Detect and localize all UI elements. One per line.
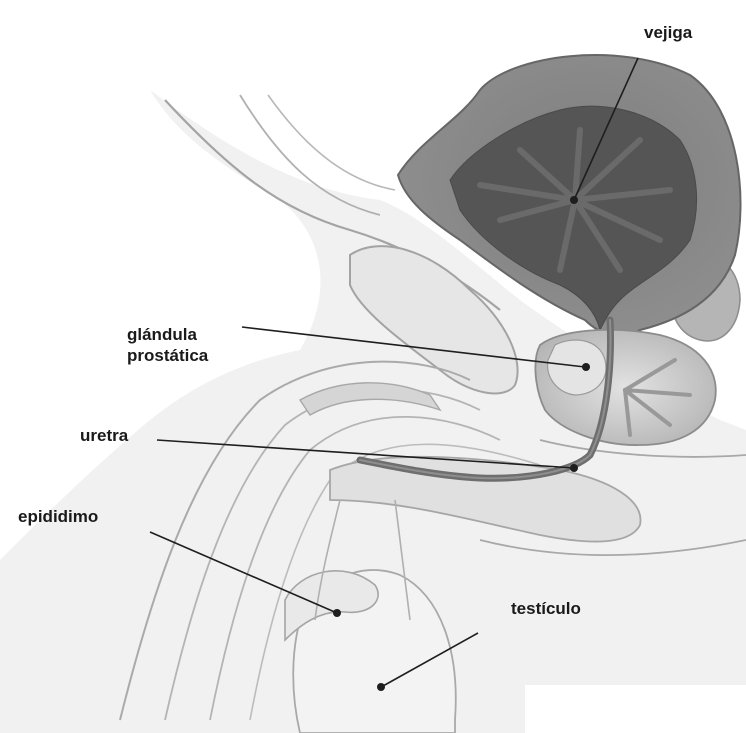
- label-glandula-line2: prostática: [127, 345, 208, 366]
- dot-uretra: [570, 464, 578, 472]
- blank-corner: [525, 685, 746, 733]
- label-glandula-line1: glándula: [127, 324, 197, 345]
- label-uretra: uretra: [80, 425, 128, 446]
- dot-glandula: [582, 363, 590, 371]
- dot-testiculo: [377, 683, 385, 691]
- label-testiculo: testículo: [511, 598, 581, 619]
- label-epididimo: epididimo: [18, 506, 98, 527]
- label-glandula-prostatica: glándula prostática: [127, 324, 208, 366]
- dot-vejiga: [570, 196, 578, 204]
- label-vejiga: vejiga: [644, 22, 692, 43]
- prostate-left-lobe: [548, 340, 606, 395]
- dot-epididimo: [333, 609, 341, 617]
